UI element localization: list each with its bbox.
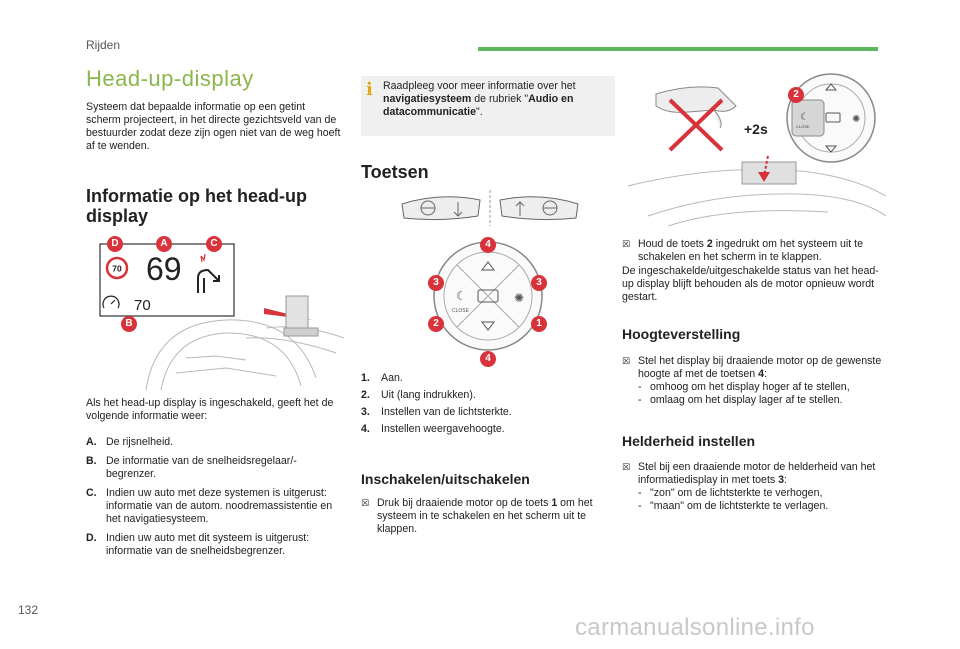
intro-text: Systeem dat bepaalde informatie op een g… <box>86 101 341 152</box>
keys-heading: Toetsen <box>361 162 429 182</box>
bullet-icon: ☒ <box>361 499 370 509</box>
badge-3-left: 3 <box>428 275 444 291</box>
info-note: i Raadpleeg voor meer informatie over he… <box>361 76 615 136</box>
cross-icon <box>668 98 724 152</box>
list-item: -"zon" om de lichtsterkte te verhogen, <box>638 487 823 499</box>
hold-label: +2s <box>744 121 768 137</box>
height-block: ☒ Stel het display bij draaiende motor o… <box>622 355 884 407</box>
hud-figure: 70 69 70 <box>99 243 344 390</box>
speed-limit-value: 70 <box>112 264 122 274</box>
badge-d: D <box>107 236 123 252</box>
list-item: D.Indien uw auto met dit systeem is uitg… <box>86 532 310 557</box>
navigation-arrow-icon <box>197 268 220 293</box>
hold-figure: +2s ☾ CLOSE ✺ <box>628 73 886 226</box>
control-pad <box>786 73 876 163</box>
dashboard-curve <box>145 319 317 390</box>
list-item: 3.Instellen van de lichtsterkte. <box>361 406 512 418</box>
list-item: B.De informatie van de snelheidsregelaar… <box>86 455 297 480</box>
badge-a: A <box>156 236 172 252</box>
badge-2: 2 <box>428 316 444 332</box>
steering-wheel-icon <box>499 196 579 221</box>
list-item: C.Indien uw auto met deze systemen is ui… <box>86 487 333 525</box>
speed-value: 69 <box>146 251 182 287</box>
badge-c: C <box>206 236 222 252</box>
info-icon: i <box>366 79 373 100</box>
bullet-icon: ☒ <box>622 357 631 367</box>
watermark: carmanualsonline.info <box>575 614 815 641</box>
hud-icon <box>825 112 841 123</box>
down-arrow-icon <box>824 145 838 153</box>
badge-3-right: 3 <box>531 275 547 291</box>
header-accent-bar <box>478 47 878 51</box>
list-item: 1.Aan. <box>361 372 403 384</box>
close-label: CLOSE <box>452 308 470 314</box>
section-label: Rijden <box>86 38 121 52</box>
speed-limit-sign-icon <box>105 256 129 280</box>
list-item: -"maan" om de lichtsterkte te verlagen. <box>638 500 829 512</box>
controls-figure: ☾ CLOSE ✺ <box>401 190 579 351</box>
badge-4-top: 4 <box>480 237 496 253</box>
hand-icon <box>655 86 737 129</box>
list-item: -omlaag om het display lager af te stell… <box>638 394 843 406</box>
bullet-icon: ☒ <box>622 240 631 250</box>
page-number: 132 <box>18 603 39 617</box>
list-item: A.De rijsnelheid. <box>86 436 174 448</box>
info-lead: Als het head-up display is ingeschakeld,… <box>86 397 334 422</box>
steering-wheel-icon <box>401 196 481 221</box>
hud-projector <box>285 295 309 333</box>
up-arrow-icon <box>824 83 838 91</box>
info-list: A.De rijsnelheid. B.De informatie van de… <box>86 436 341 558</box>
moon-icon: ☾ <box>800 112 809 123</box>
bullet-icon: ☒ <box>622 463 631 473</box>
page-title: Head-up-display <box>86 66 254 91</box>
up-arrow-icon <box>481 261 495 271</box>
hud-icon <box>477 289 499 303</box>
moon-icon: ☾ <box>456 289 467 303</box>
sun-icon: ✺ <box>852 114 860 125</box>
height-bullet: ☒ Stel het display bij draaiende motor o… <box>622 355 882 380</box>
cruise-control-icon <box>102 295 120 309</box>
warning-icon <box>200 253 206 263</box>
off-bullet: ☒ Houd de toets 2 ingedrukt om het syste… <box>622 238 863 263</box>
note-text: Raadpleeg voor meer informatie over het … <box>383 80 576 118</box>
toggle-heading: Inschakelen/uitschakelen <box>361 471 530 487</box>
list-item: 2.Uit (lang indrukken). <box>361 389 476 401</box>
status-paragraph: De ingeschakelde/uitgeschakelde status v… <box>622 265 879 303</box>
brightness-heading: Helderheid instellen <box>622 433 756 449</box>
list-item: 4.Instellen weergavehoogte. <box>361 423 505 435</box>
badge-2-right: 2 <box>788 87 804 103</box>
badge-4-bottom: 4 <box>480 351 496 367</box>
brightness-block: ☒ Stel bij een draaiende motor de helder… <box>622 461 884 513</box>
badge-b: B <box>121 316 137 332</box>
list-item: -omhoog om het display hoger af te stell… <box>638 381 850 393</box>
info-heading: Informatie op het head-up display <box>86 186 308 226</box>
down-arrow-icon <box>481 321 495 331</box>
keys-list: 1.Aan. 2.Uit (lang indrukken). 3.Instell… <box>361 372 615 436</box>
sun-icon: ✺ <box>514 291 524 305</box>
pressed-button <box>791 99 825 137</box>
badge-1: 1 <box>531 316 547 332</box>
cruise-speed-value: 70 <box>134 297 151 314</box>
toggle-bullet: ☒ Druk bij draaiende motor op de toets 1… <box>361 497 593 535</box>
height-heading: Hoogteverstelling <box>622 326 741 342</box>
hud-screen <box>99 243 235 317</box>
close-label: CLOSE <box>796 124 810 129</box>
brightness-bullet: ☒ Stel bij een draaiende motor de helder… <box>622 461 876 486</box>
